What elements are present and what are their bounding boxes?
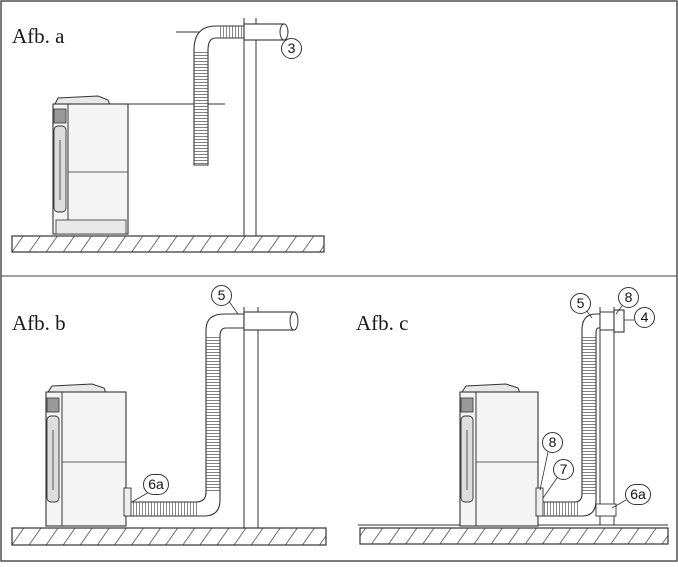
callout-b-5: 5 xyxy=(211,285,232,306)
panel-a-label: Afb. a xyxy=(12,24,65,48)
flex-pipe-a xyxy=(193,23,289,166)
stove-a xyxy=(52,95,129,235)
callout-c-4: 4 xyxy=(634,307,655,328)
panel-b-drawing xyxy=(11,299,327,546)
callout-c-8-top: 8 xyxy=(618,287,639,308)
callout-c-8-side: 8 xyxy=(542,432,563,453)
callout-a-3: 3 xyxy=(281,38,302,59)
leader-c-8-side xyxy=(539,451,549,491)
flex-pipe-b xyxy=(123,311,299,517)
stove-b xyxy=(45,383,127,527)
floor-c xyxy=(359,527,669,545)
leader-c-8-top xyxy=(615,305,623,315)
leader-c-6a xyxy=(611,499,627,509)
callout-c-7: 7 xyxy=(553,459,574,480)
panel-a-drawing xyxy=(11,18,325,253)
floor-a xyxy=(11,235,325,253)
panel-c-drawing xyxy=(358,305,669,545)
flex-pipe-c xyxy=(535,309,625,517)
panel-c-label: Afb. c xyxy=(356,311,409,335)
callout-c-6a: 6a xyxy=(625,484,651,505)
panel-b-label: Afb. b xyxy=(12,311,66,335)
stove-c xyxy=(459,383,539,527)
callout-b-6a: 6a xyxy=(143,474,169,495)
leader-b-5 xyxy=(227,299,239,315)
floor-b xyxy=(11,527,327,546)
leader-b-6a xyxy=(131,491,150,503)
callout-c-5: 5 xyxy=(570,293,591,314)
leader-c-7 xyxy=(542,474,560,499)
